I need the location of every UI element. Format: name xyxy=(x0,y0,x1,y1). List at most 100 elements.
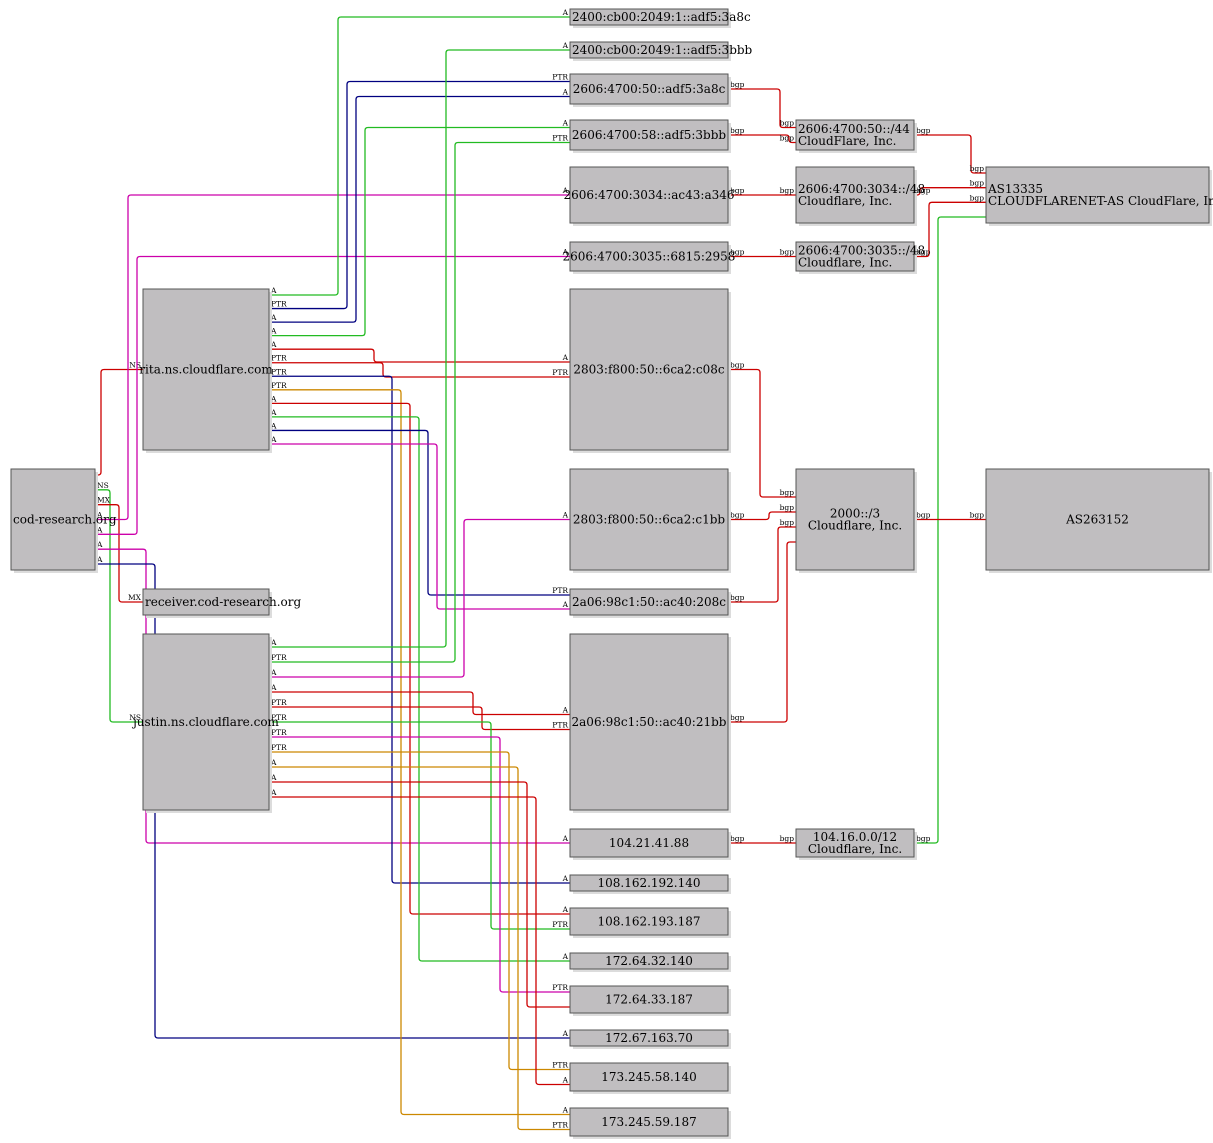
edge-line xyxy=(269,80,570,310)
edge-end-label: PTR xyxy=(552,1121,568,1130)
edge-start-label: PTR xyxy=(271,698,287,707)
edge-cod-rita: NS xyxy=(95,361,143,476)
node-box xyxy=(569,1062,729,1092)
edge-p104-as13335: bgp xyxy=(914,216,986,844)
edge-start-label: A xyxy=(270,327,277,336)
edge-end-label: bgp xyxy=(780,134,795,143)
edge-start-label: A xyxy=(270,421,277,430)
edge-line xyxy=(95,368,143,476)
edge-start-label: bgp xyxy=(916,248,931,257)
edge-line xyxy=(728,541,796,723)
edge-start-label: A xyxy=(270,758,277,767)
node-box xyxy=(10,468,96,571)
edge-start-label: bgp xyxy=(730,186,745,195)
edge-end-label: PTR xyxy=(552,586,568,595)
node-v6f: 2606:4700:3035::6815:2958 xyxy=(563,241,735,274)
node-v6c: 2606:4700:50::adf5:3a8c xyxy=(569,73,731,107)
node-label: 2606:4700:50::/44 xyxy=(798,122,910,136)
node-label: 2000::/3 xyxy=(830,507,880,521)
edge-start-label: bgp xyxy=(916,126,931,135)
node-box xyxy=(569,633,729,811)
edge-end-label: A xyxy=(562,600,569,609)
edge-start-label: A xyxy=(270,313,277,322)
edge-line xyxy=(269,518,570,678)
edge-start-label: A xyxy=(270,394,277,403)
node-label: 2400:cb00:2049:1::adf5:3bbb xyxy=(572,43,753,57)
node-label: cod-research.org xyxy=(13,513,117,527)
edge-rita-v4b: PTR A xyxy=(269,367,570,884)
edge-end-label: A xyxy=(562,1029,569,1038)
node-v4c: 108.162.193.187 xyxy=(569,907,731,938)
node-box xyxy=(985,468,1210,571)
edge-v6e-p3034: bgp bgp xyxy=(728,186,796,196)
edge-end-label: A xyxy=(562,874,569,883)
edge-end-label: bgp xyxy=(780,186,795,195)
edge-end-label: A xyxy=(562,8,569,17)
edge-start-label: A xyxy=(96,540,103,549)
edge-rita-v4c: AA xyxy=(269,394,570,915)
node-label: 2400:cb00:2049:1::adf5:3a8c xyxy=(572,10,751,24)
edge-end-label: A xyxy=(562,88,569,97)
node-label: CLOUDFLARENET-AS CloudFlare, Inc. xyxy=(988,194,1213,208)
edge-start-label: A xyxy=(270,683,277,692)
edge-start-label: PTR xyxy=(271,728,287,737)
edge-just-v4h: A PTR xyxy=(269,758,570,1131)
node-v6h: 2803:f800:50::6ca2:c1bb xyxy=(569,468,731,573)
node-box xyxy=(569,952,729,970)
node-recv: receiver.cod-research.org xyxy=(142,588,302,618)
edge-end-label: bgp xyxy=(970,193,985,202)
edge-line xyxy=(269,126,570,337)
edge-just-v4g: AA xyxy=(269,788,570,1086)
nodes-layer: cod-research.orgrita.ns.cloudflare.comju… xyxy=(10,8,1213,1139)
edge-end-label: bgp xyxy=(970,179,985,188)
edge-line xyxy=(269,362,570,378)
edge-line xyxy=(269,141,570,663)
edge-line xyxy=(728,511,796,521)
node-label: CloudFlare, Inc. xyxy=(798,134,896,148)
edge-end-label: bgp xyxy=(780,119,795,128)
edge-end-label: A xyxy=(562,353,569,362)
node-just: justin.ns.cloudflare.com xyxy=(131,633,280,813)
edge-line xyxy=(269,95,570,323)
node-label: Cloudflare, Inc. xyxy=(808,519,902,533)
edge-start-label: bgp xyxy=(916,511,931,520)
edge-start-label: bgp xyxy=(730,361,745,370)
edge-line xyxy=(95,504,143,603)
node-label: 2a06:98c1:50::ac40:208c xyxy=(572,595,726,609)
node-label: 2803:f800:50::6ca2:c08c xyxy=(573,363,725,377)
node-label: 2606:4700:50::adf5:3a8c xyxy=(573,82,726,96)
node-box xyxy=(569,828,729,858)
edge-start-label: bgp xyxy=(730,593,745,602)
edge-start-label: MX xyxy=(97,496,111,505)
edge-line xyxy=(269,736,570,993)
edge-end-label: A xyxy=(562,1106,569,1115)
edge-v6j-p2000: bgp xyxy=(728,541,796,723)
edge-line xyxy=(269,706,570,731)
edge-just-v4e: A xyxy=(269,773,570,1008)
edge-cod-v6f: AA xyxy=(95,248,570,535)
edge-start-label: A xyxy=(270,773,277,782)
edge-end-label: A xyxy=(562,41,569,50)
edge-line xyxy=(269,691,570,716)
edge-line xyxy=(269,348,570,363)
edge-line xyxy=(914,187,986,196)
node-v4b: 108.162.192.140 xyxy=(569,874,731,894)
edge-end-label: A xyxy=(562,952,569,961)
edge-cod-v6e: AA xyxy=(95,186,570,521)
node-label: AS13335 xyxy=(987,182,1043,196)
edge-line xyxy=(269,16,570,296)
node-label: 2a06:98c1:50::ac40:21bb xyxy=(572,715,727,729)
node-box xyxy=(569,907,729,936)
edge-end-label: A xyxy=(562,706,569,715)
